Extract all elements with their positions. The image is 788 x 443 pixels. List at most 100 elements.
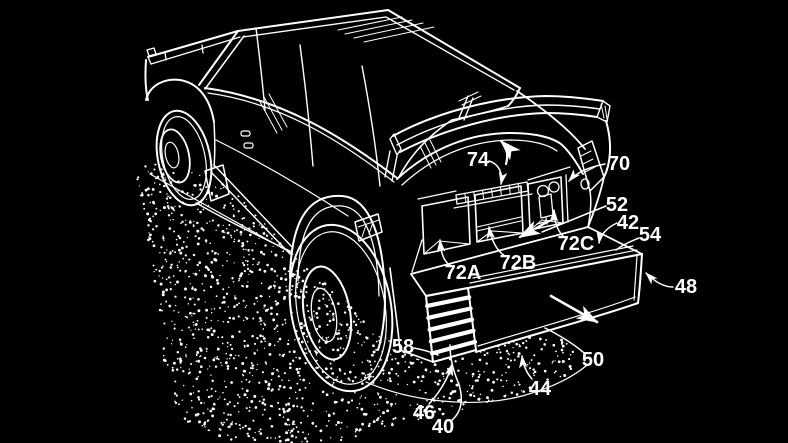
ref-label-50: 50 <box>582 349 604 371</box>
ref-label-70: 70 <box>608 153 630 175</box>
a-pillar <box>198 30 239 86</box>
ref-label-40: 40 <box>432 416 454 438</box>
rear-deck-fill <box>397 133 604 274</box>
wing-bottom-edge <box>399 112 598 153</box>
leader-74 <box>488 160 508 186</box>
quarter-rear-edge <box>389 267 401 351</box>
right-lamp-hatching <box>580 150 596 173</box>
roof-outline <box>237 9 521 89</box>
right-pillar-lamp <box>577 140 605 192</box>
leader-48 <box>645 272 674 288</box>
ref-label-48: 48 <box>675 276 697 298</box>
tray-bottom-crease <box>477 296 636 347</box>
tray-bottom-edge <box>475 302 639 353</box>
ref-label-42: 42 <box>617 212 639 234</box>
front-door-cut <box>213 121 216 167</box>
rocker-lines <box>210 165 294 255</box>
strip-support-line <box>453 193 533 209</box>
rear-fender-lip <box>297 205 380 297</box>
reference-annotations: 74 70 52 42 54 48 72A 72B 72C 58 50 44 4… <box>392 149 697 438</box>
tray-top-fill <box>411 227 642 296</box>
door-seam-1 <box>299 44 314 167</box>
wing-motion-arrow <box>499 139 521 166</box>
a-pillar-inner <box>204 35 245 90</box>
wing-mid-edge <box>396 104 601 146</box>
right-pillar-foot <box>587 190 592 228</box>
compartment-72b-shelf <box>476 216 522 232</box>
body-edge-right <box>603 120 612 178</box>
deck-sill-inner <box>401 139 558 186</box>
ref-label-52: 52 <box>606 194 628 216</box>
wing-cap-ticks <box>600 103 608 120</box>
quarter-panel-fill <box>205 88 433 362</box>
wing-top-edge <box>392 95 604 137</box>
front-tire-sidewall <box>161 116 207 200</box>
tray-front-fill <box>426 254 642 362</box>
ref-label-72c: 72C <box>558 233 595 255</box>
underbody-line <box>195 202 293 253</box>
tray-corner-seam <box>633 255 638 301</box>
roof-highlight-streaks <box>337 16 435 43</box>
rear-quarter <box>288 194 434 393</box>
ref-label-58: 58 <box>392 336 414 358</box>
leader-58 <box>413 347 439 356</box>
front-tire <box>155 109 213 207</box>
body-edge-to-tray <box>587 176 605 228</box>
cab-fill <box>199 10 520 177</box>
rear-wheel-rim <box>301 265 353 361</box>
rail-ticks <box>164 44 204 61</box>
ref-label-72b: 72B <box>500 252 537 274</box>
vehicle-body-fills <box>146 10 642 362</box>
ground-stipple <box>136 163 586 443</box>
deck-left-edge <box>411 239 423 273</box>
quarter-underside <box>399 349 434 363</box>
liftgate-wing-fill <box>393 96 610 152</box>
ref-label-44: 44 <box>529 378 552 400</box>
leader-44 <box>519 354 533 380</box>
ground-contour-rear <box>365 365 587 403</box>
window-streaks <box>258 93 288 134</box>
rear-fender-arch <box>289 194 386 351</box>
wing-left-cap <box>389 133 402 156</box>
rear-tire <box>288 223 394 393</box>
compartment-divider <box>565 174 569 223</box>
recess-top-lines <box>417 166 571 200</box>
leader-54 <box>615 237 640 251</box>
beltline-inner <box>207 92 395 183</box>
front-rail-end <box>147 56 152 65</box>
leader-42 <box>596 222 618 245</box>
ref-label-72a: 72A <box>445 262 482 284</box>
door-handle-2 <box>243 142 254 149</box>
mud-flap <box>204 164 230 202</box>
leader-72b <box>486 225 506 257</box>
leader-72a <box>436 238 451 266</box>
door-crease <box>215 139 349 217</box>
wing-strut <box>458 95 474 121</box>
rear-tire-sidewall <box>295 231 387 385</box>
leader-72c <box>549 208 564 237</box>
b-pillar <box>255 27 266 111</box>
rear-deck <box>396 120 612 273</box>
rear-wheel-hub <box>310 287 338 343</box>
front-rail-top <box>147 30 239 58</box>
cowl-knob <box>146 47 157 57</box>
leader-70 <box>568 163 606 182</box>
roof-inner-line <box>242 16 515 91</box>
leader-52 <box>541 205 607 233</box>
stowed-jack-knob-2 <box>548 181 560 193</box>
deck-sill-outer <box>396 132 562 180</box>
right-pillar-circle <box>580 178 590 190</box>
door-handle-1 <box>240 130 251 137</box>
step-slats <box>425 295 478 356</box>
tray-corner-edge <box>637 253 643 304</box>
ref-label-74: 74 <box>467 149 490 171</box>
leader-50 <box>544 327 584 353</box>
tray-molding-lines <box>469 245 638 284</box>
ref-label-46: 46 <box>413 402 435 424</box>
front-wheel-hub <box>164 141 180 169</box>
leader-40 <box>449 344 463 422</box>
front-fender-arch <box>145 78 215 123</box>
wing-hinge-left <box>384 150 398 182</box>
tray-motion-arrow <box>549 294 599 324</box>
